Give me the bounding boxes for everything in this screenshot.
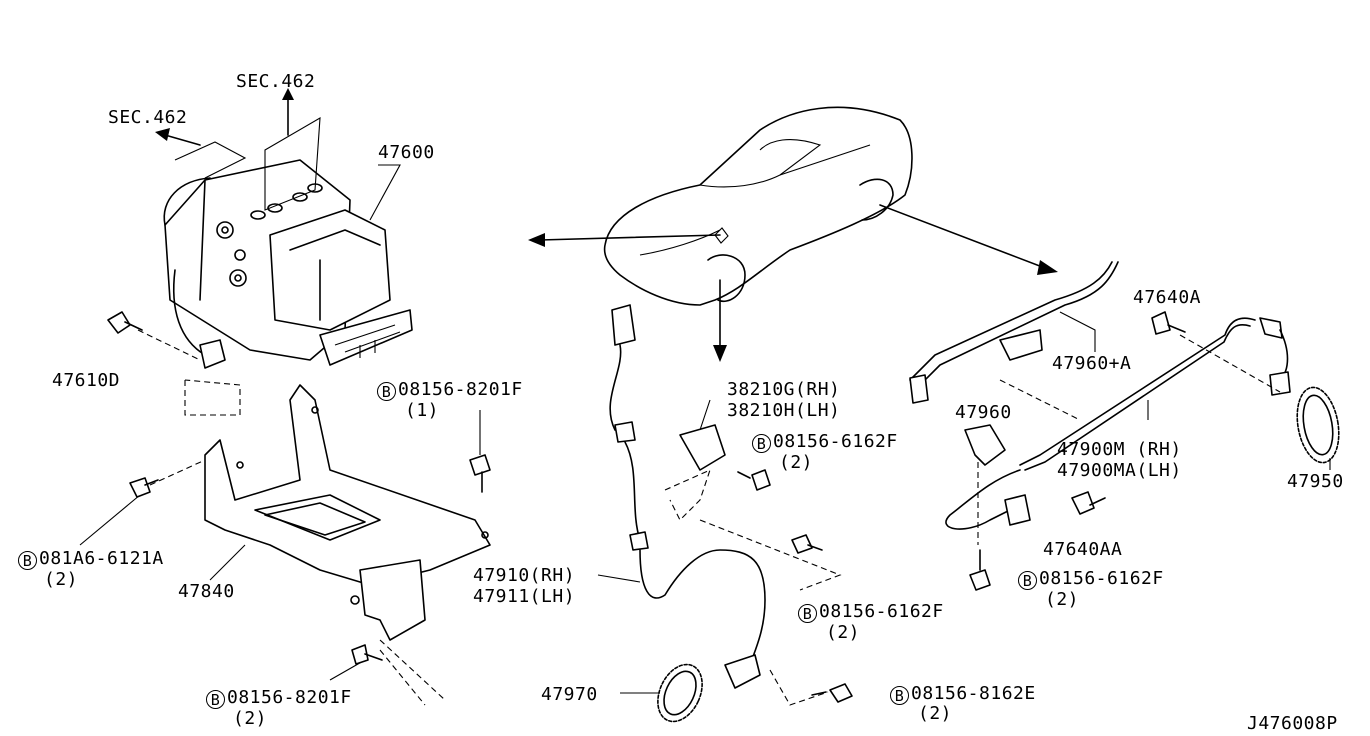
label-47640A[interactable]: 47640A	[1133, 287, 1202, 308]
bolt-marker-icon: B	[1018, 571, 1037, 590]
label-47960A[interactable]: 47960+A	[1052, 353, 1132, 374]
label-47950[interactable]: 47950	[1287, 471, 1344, 492]
front-tone-ring-47970	[620, 663, 703, 723]
bolt-marker-icon: B	[206, 690, 225, 709]
bolt-marker-icon: B	[18, 551, 37, 570]
rear-sensor-harness	[909, 261, 1291, 545]
bolt-marker-icon: B	[890, 686, 909, 705]
label-bolt-d-qty: (2)	[826, 622, 861, 643]
front-sensor-harness	[597, 304, 842, 706]
bolt-marker-icon: B	[798, 604, 817, 623]
label-sec462-top[interactable]: SEC.462	[236, 71, 316, 92]
bolt-marker-icon: B	[752, 434, 771, 453]
label-38210H[interactable]: 38210H(LH)	[727, 400, 841, 421]
label-47610D[interactable]: 47610D	[52, 370, 121, 391]
label-47960[interactable]: 47960	[955, 402, 1012, 423]
label-47900MA[interactable]: 47900MA(LH)	[1057, 460, 1182, 481]
label-bolt-c-qty: (2)	[779, 452, 814, 473]
label-38210G[interactable]: 38210G(RH)	[727, 379, 841, 400]
bolts	[107, 311, 1186, 703]
label-47970[interactable]: 47970	[541, 684, 598, 705]
label-bolt-e-qty: (2)	[918, 703, 953, 724]
label-47640AA[interactable]: 47640AA	[1043, 539, 1123, 560]
label-47911[interactable]: 47911(LH)	[473, 586, 576, 607]
label-47910[interactable]: 47910(RH)	[473, 565, 576, 586]
label-081A6-qty: (2)	[44, 569, 79, 590]
vehicle	[528, 106, 1058, 362]
abs-actuator-unit	[163, 117, 413, 369]
sec-arrows	[155, 88, 294, 146]
diagram-id: J476008P	[1247, 713, 1338, 734]
rear-tone-ring-47950	[1296, 386, 1340, 470]
label-sec462-left[interactable]: SEC.462	[108, 107, 188, 128]
bolt-marker-icon: B	[377, 382, 396, 401]
label-bolt-f-qty: (2)	[1045, 589, 1080, 610]
label-47840[interactable]: 47840	[178, 581, 235, 602]
label-bolt-b-qty: (2)	[233, 708, 268, 729]
label-47900M[interactable]: 47900M (RH)	[1057, 439, 1182, 460]
label-bolt-a-qty: (1)	[405, 400, 440, 421]
bracket-47840	[204, 384, 491, 641]
label-47600[interactable]: 47600	[378, 142, 435, 163]
